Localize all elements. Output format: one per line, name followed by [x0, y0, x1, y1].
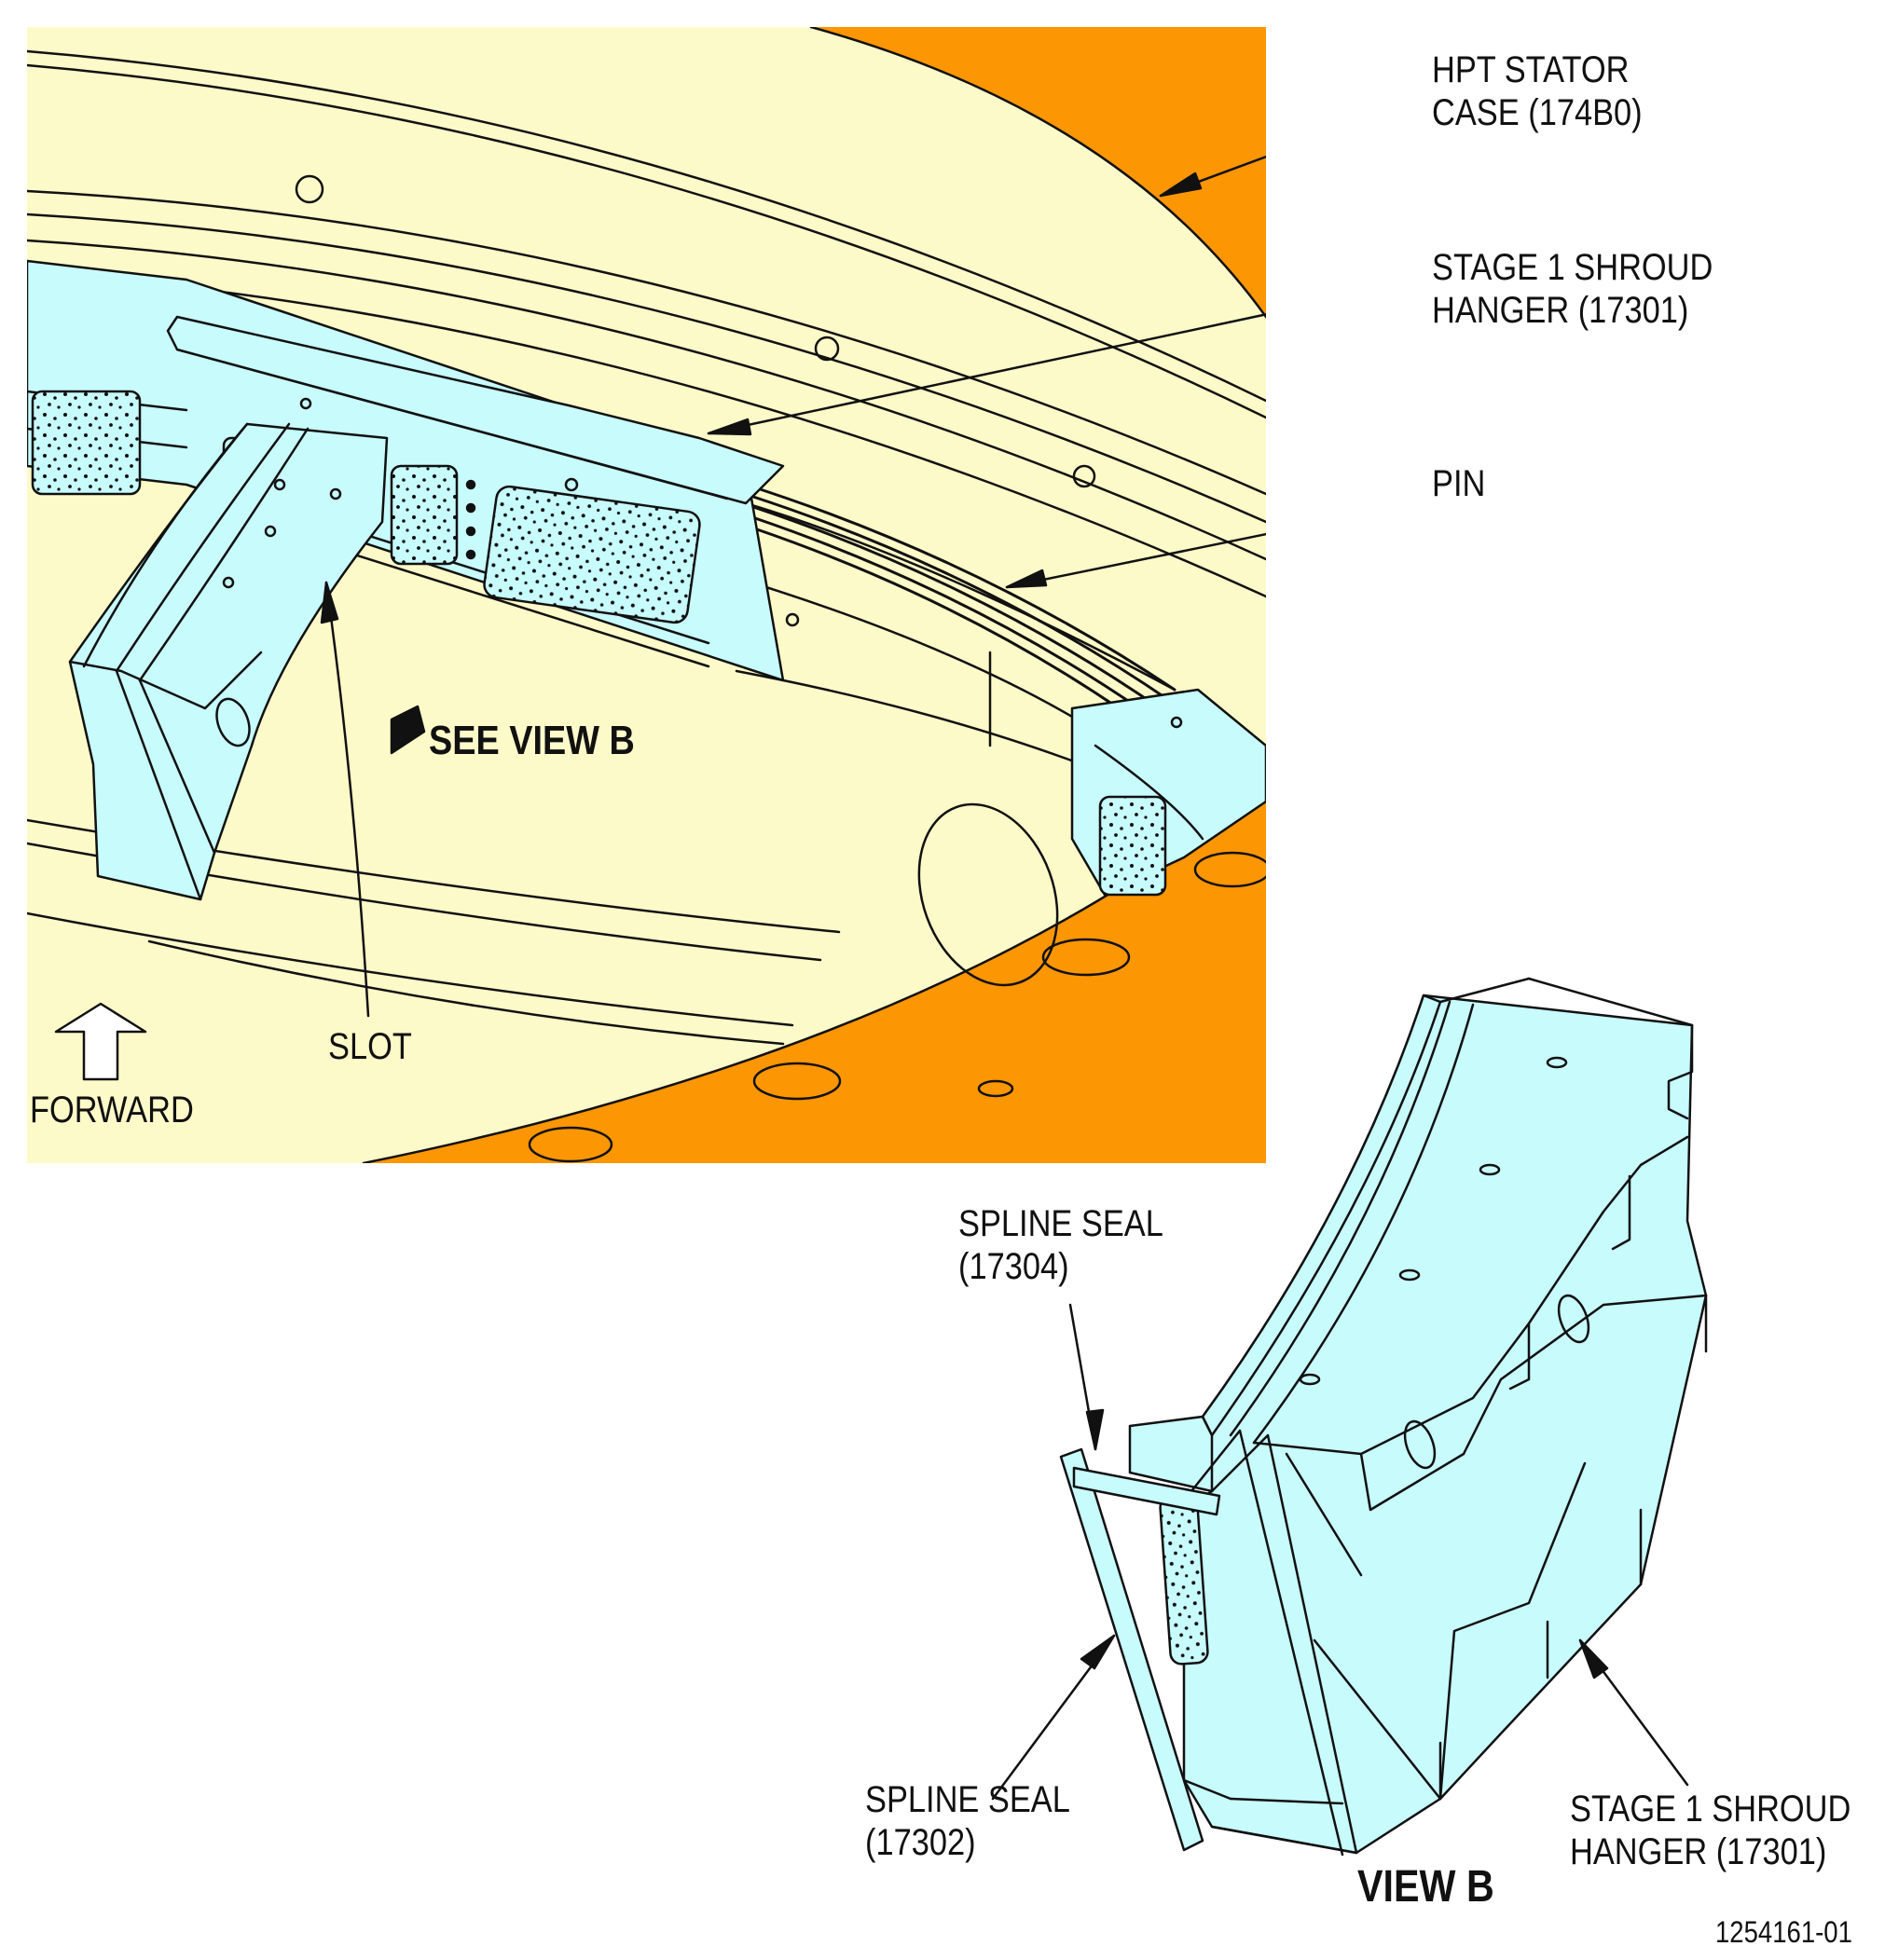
- label-see-view-b: SEE VIEW B: [429, 718, 635, 763]
- see-view-b-arrow: [390, 705, 426, 755]
- hanger-rail: [166, 315, 785, 505]
- label-forward: FORWARD: [30, 1090, 194, 1131]
- label-spline-seal-17302: SPLINE SEAL(17302): [865, 1779, 1070, 1863]
- spline-seal-17302-part: [1059, 1447, 1204, 1852]
- honeycomb-pad: [483, 485, 701, 624]
- leader-slot: [324, 581, 370, 1018]
- case-flange-lower: [364, 783, 1266, 1163]
- bolt-hole: [1193, 851, 1266, 888]
- bolt-hole: [528, 1126, 613, 1163]
- stage1-shroud-hanger-right: [1070, 688, 1266, 897]
- spline-seal-17304-part: [1072, 1466, 1221, 1516]
- case-hole: [295, 174, 324, 204]
- case-opening: [917, 802, 1059, 987]
- bolt-hole: [1041, 938, 1131, 977]
- bolt-hole: [752, 1062, 842, 1101]
- case-hole: [814, 336, 840, 362]
- label-spline-seal-17304: SPLINE SEAL(17304): [958, 1203, 1163, 1287]
- honeycomb-pad: [390, 464, 459, 566]
- forward-arrow: [54, 1002, 147, 1081]
- label-slot: SLOT: [328, 1026, 412, 1067]
- label-pin: PIN: [1432, 463, 1486, 504]
- stage1-shroud-hanger-front: [68, 422, 389, 901]
- bolt-hole: [977, 1079, 1014, 1098]
- main-view: [27, 27, 1266, 1163]
- view-b-detail: [991, 977, 1708, 1857]
- case-edge-line: [809, 27, 1266, 319]
- pin: [744, 483, 1176, 736]
- honeycomb-pad: [31, 390, 142, 496]
- leader-hpt-case: [1159, 155, 1266, 198]
- leader-pin: [1005, 532, 1266, 589]
- leaders: [324, 155, 1266, 1018]
- case-hole: [1072, 464, 1096, 488]
- label-view-b: VIEW B: [1357, 1862, 1494, 1912]
- leader-shroud-hanger: [707, 313, 1266, 435]
- case-flange-upper: [811, 27, 1266, 317]
- figure-id: 1254161-01: [1715, 1915, 1852, 1949]
